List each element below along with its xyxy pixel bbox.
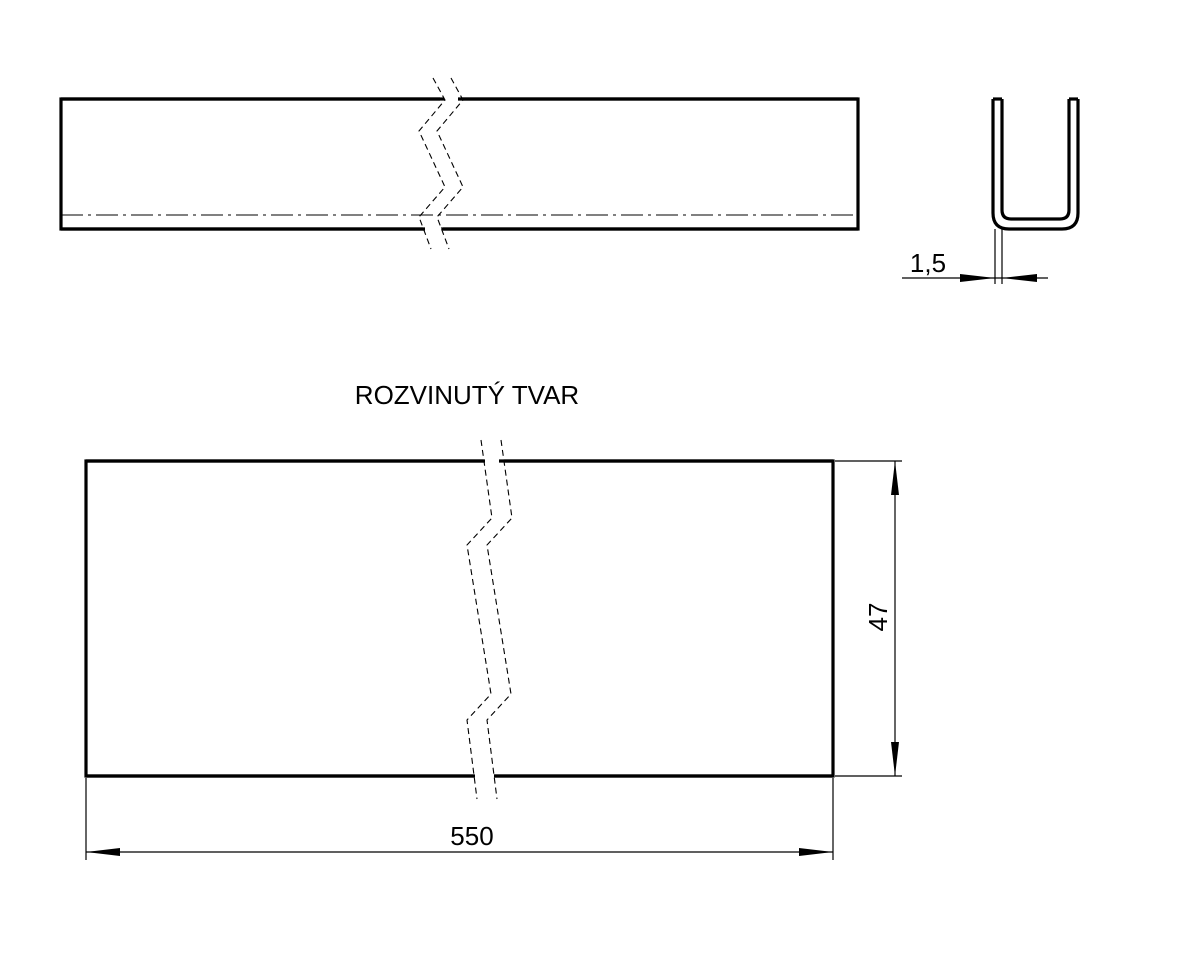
flat-pattern-title: ROZVINUTÝ TVAR: [355, 380, 579, 410]
side-view: [59, 77, 860, 250]
height-arrow-bottom: [891, 742, 899, 776]
thickness-arrow-left: [960, 274, 995, 282]
height-dimension-text: 47: [863, 603, 893, 632]
thickness-dimension-text: 1,5: [910, 248, 946, 278]
height-arrow-top: [891, 461, 899, 495]
side-view-break-line-right: [436, 77, 464, 250]
side-view-break-line-left: [418, 77, 446, 250]
flat-pattern-break-line-left: [466, 439, 493, 800]
flat-pattern: 47 550: [84, 439, 902, 860]
side-view-break-gap: [419, 78, 463, 249]
u-profile-inner: [1000, 99, 1071, 221]
thickness-arrow-right: [1002, 274, 1037, 282]
length-arrow-left: [86, 848, 120, 856]
flat-pattern-break-line-right: [486, 439, 513, 800]
u-profile-outer: [991, 99, 1080, 231]
side-view-outline: [59, 97, 860, 231]
length-dimension-text: 550: [450, 821, 493, 851]
u-profile-section: 1,5: [902, 97, 1080, 284]
flat-pattern-break-gap: [467, 440, 512, 799]
flat-pattern-outline: [84, 459, 835, 778]
length-arrow-right: [799, 848, 833, 856]
